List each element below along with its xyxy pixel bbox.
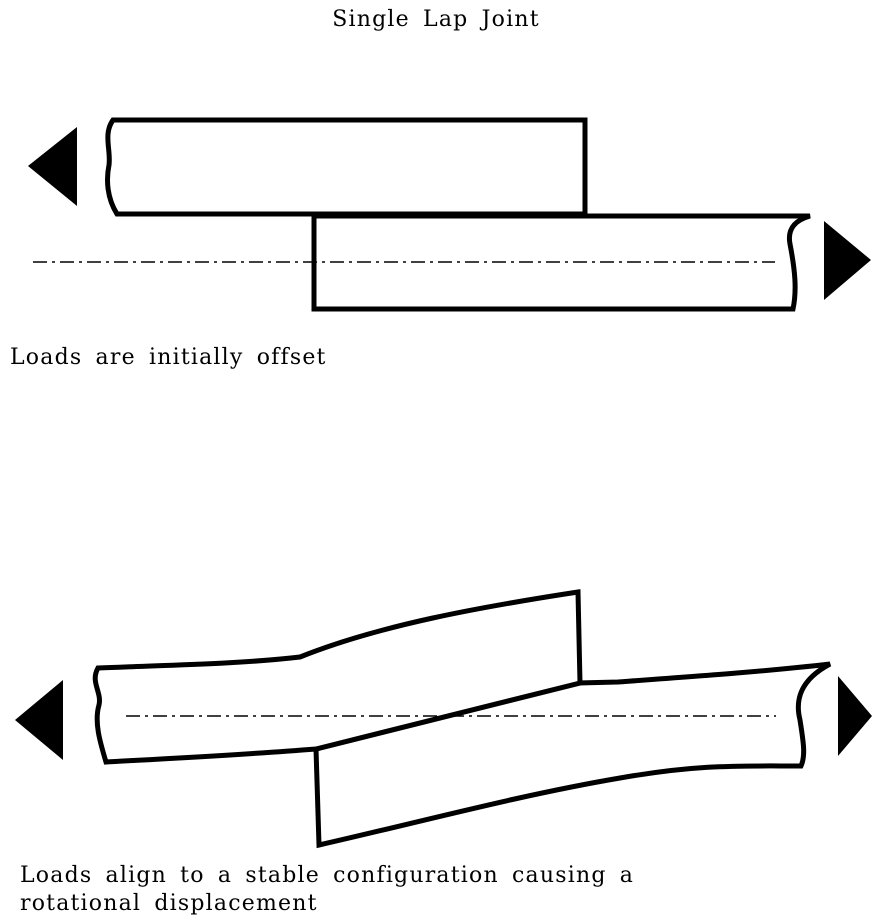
left-load-arrow-icon: [28, 127, 77, 206]
deformed-caption-line-1: Loads align to a stable configuration ca…: [20, 863, 635, 888]
lower-adherend-deformed: [313, 661, 832, 849]
upper-adherend: [105, 117, 588, 217]
initial-joint-diagram: [28, 117, 871, 312]
right-load-arrow-icon: [824, 221, 871, 300]
left-load-arrow-icon: [15, 680, 63, 760]
initial-caption: Loads are initially offset: [10, 345, 327, 370]
deformed-caption-line-2: rotational displacement: [20, 891, 318, 916]
diagram-title: Single Lap Joint: [332, 7, 540, 32]
upper-adherend-deformed: [92, 589, 583, 765]
right-load-arrow-icon: [838, 676, 872, 756]
lower-adherend: [311, 213, 811, 312]
